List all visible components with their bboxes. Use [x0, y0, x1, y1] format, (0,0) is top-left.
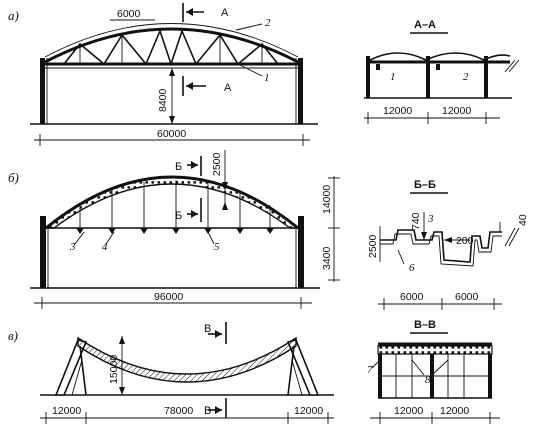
section-aa-title: А–А	[414, 19, 436, 31]
panel-b-letter: б)	[8, 170, 19, 185]
panel-b-callout-4: 4	[102, 241, 108, 253]
section-bb-profile	[380, 229, 502, 263]
section-bb: Б–Б 740 200 40 2500 3 6 6000 6000	[367, 179, 529, 310]
panel-b-dim-rise: 2500	[211, 152, 223, 176]
panel-v-section-mark-top: В	[204, 323, 211, 335]
section-aa-callout-1: 1	[390, 71, 396, 83]
panel-v-letter: в)	[8, 328, 18, 343]
section-bb-callout-3: 3	[427, 213, 434, 225]
section-vv-title: В–В	[414, 319, 436, 331]
panel-b-hangers	[79, 180, 271, 228]
panel-b-callout-5: 5	[214, 241, 220, 253]
panel-b-section-mark-bottom: Б	[175, 210, 182, 222]
panel-v-left-strut	[54, 339, 88, 396]
panel-b-dim-total: 14000	[321, 185, 333, 214]
panel-b: б)	[8, 150, 340, 309]
panel-v-hanging-roof	[77, 336, 297, 383]
panel-a-section-mark-top: А	[221, 7, 229, 19]
panel-a-left-column	[40, 58, 45, 124]
panel-b-right-column	[298, 216, 304, 288]
panel-a-callout-1: 1	[264, 72, 270, 84]
section-vv-roof	[377, 345, 493, 355]
section-bb-dim-right: 6000	[455, 291, 479, 303]
section-bb-dim-2500: 2500	[367, 234, 379, 258]
panel-a-dim-span: 60000	[157, 128, 186, 140]
section-bb-dim-740: 740	[410, 212, 422, 230]
panel-b-section-mark-top: Б	[175, 161, 182, 173]
panel-b-dim-column: 3400	[321, 246, 333, 270]
panel-a-truss-web	[63, 28, 279, 67]
section-bb-dim-200: 200	[456, 235, 474, 247]
section-aa-arches	[369, 52, 511, 61]
section-bb-callout-6: 6	[409, 262, 415, 274]
section-bb-dim-40: 40	[517, 214, 529, 226]
panel-v: в) В В 15000 12000 78000 12000	[8, 322, 334, 424]
section-bb-title: Б–Б	[414, 179, 436, 191]
panel-v-section-mark-bottom: В	[204, 405, 211, 417]
panel-a-right-column	[298, 58, 303, 124]
section-aa: А–А 1 2 12000 12000	[364, 19, 520, 124]
section-vv-callout-8: 8	[425, 374, 431, 386]
panel-a: а) 6000 А А 8400	[8, 3, 318, 146]
panel-a-dim-height: 8400	[157, 88, 169, 112]
section-vv-dim-right: 12000	[440, 405, 469, 417]
section-vv: В–В 7 8 12000 12000	[367, 319, 500, 424]
panel-a-dim-top: 6000	[117, 8, 141, 20]
section-aa-callout-2: 2	[463, 71, 469, 83]
panel-b-callout-3: 3	[69, 241, 76, 253]
panel-a-section-mark-bottom: А	[224, 82, 232, 94]
section-bb-dim-left: 6000	[400, 291, 424, 303]
section-vv-callout-7: 7	[367, 364, 373, 376]
panel-v-right-strut	[286, 339, 320, 396]
panel-a-letter: а)	[8, 8, 19, 23]
panel-v-dim-middle: 78000	[164, 405, 193, 417]
panel-b-dim-span: 96000	[154, 291, 183, 303]
panel-v-dim-right: 12000	[294, 405, 323, 417]
panel-a-callout-2: 2	[265, 17, 271, 29]
panel-b-left-column	[40, 216, 46, 288]
section-aa-dim-right: 12000	[442, 105, 471, 117]
panel-v-dim-left: 12000	[52, 405, 81, 417]
panel-v-dim-sag: 15000	[108, 355, 120, 384]
section-vv-dim-left: 12000	[394, 405, 423, 417]
section-aa-dim-left: 12000	[383, 105, 412, 117]
section-vv-ribs	[378, 354, 492, 398]
